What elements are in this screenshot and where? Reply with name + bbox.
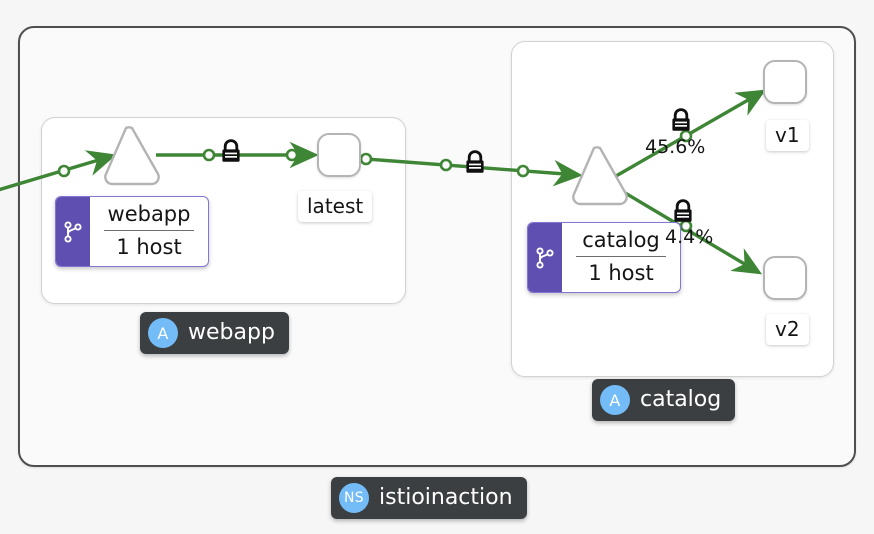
lock-icon[interactable] xyxy=(462,149,488,181)
virtual-service-title: catalog xyxy=(582,228,660,252)
virtual-service-subtitle: 1 host xyxy=(116,235,182,259)
virtual-service-card-webapp[interactable]: webapp 1 host xyxy=(55,196,209,267)
workload-node-v2[interactable] xyxy=(763,256,807,300)
code-branch-icon xyxy=(56,197,90,266)
edge-label-v1-traffic: 45.6% xyxy=(645,136,706,158)
app-badge: A xyxy=(148,318,178,348)
app-group-label-text: catalog xyxy=(640,387,722,412)
lock-icon[interactable] xyxy=(218,138,244,170)
virtual-service-body: catalog 1 host xyxy=(562,223,680,292)
edge-midpoint-handle[interactable] xyxy=(285,148,299,162)
divider xyxy=(104,230,194,231)
virtual-service-title: webapp xyxy=(107,202,191,226)
service-node-webapp[interactable] xyxy=(104,126,160,186)
edge-midpoint-handle[interactable] xyxy=(679,129,693,143)
app-group-label-text: webapp xyxy=(188,320,275,345)
divider xyxy=(576,256,666,257)
code-branch-icon xyxy=(528,223,562,292)
virtual-service-subtitle: 1 host xyxy=(588,261,654,285)
node-label-v1: v1 xyxy=(766,120,809,151)
virtual-service-card-catalog[interactable]: catalog 1 host xyxy=(527,222,681,293)
edge-midpoint-handle[interactable] xyxy=(57,164,71,178)
lock-icon[interactable] xyxy=(670,198,696,230)
edge-endpoint-handle[interactable] xyxy=(359,152,373,166)
node-label-latest: latest xyxy=(298,191,373,222)
workload-node-latest[interactable] xyxy=(317,133,361,177)
workload-node-v1[interactable] xyxy=(763,60,807,104)
lock-icon[interactable] xyxy=(668,107,694,139)
edge-ingress-to-webapp-service[interactable] xyxy=(0,150,117,193)
edge-midpoint-handle[interactable] xyxy=(202,148,216,162)
namespace-badge: NS xyxy=(339,483,369,513)
edge-midpoint-handle[interactable] xyxy=(439,158,453,172)
namespace-label-text: istioinaction xyxy=(379,485,513,510)
node-label-v2: v2 xyxy=(766,314,809,345)
namespace-group-label[interactable]: NS istioinaction xyxy=(331,477,527,519)
virtual-service-body: webapp 1 host xyxy=(90,197,208,266)
edge-catalog-service-to-v1[interactable] xyxy=(615,89,767,178)
app-badge: A xyxy=(600,385,630,415)
service-node-catalog[interactable] xyxy=(572,146,628,206)
app-group-label-webapp[interactable]: A webapp xyxy=(140,312,289,354)
edge-label-v2-traffic: 4.4% xyxy=(665,226,714,248)
app-group-label-catalog[interactable]: A catalog xyxy=(592,379,736,421)
edge-midpoint-handle[interactable] xyxy=(516,164,530,178)
